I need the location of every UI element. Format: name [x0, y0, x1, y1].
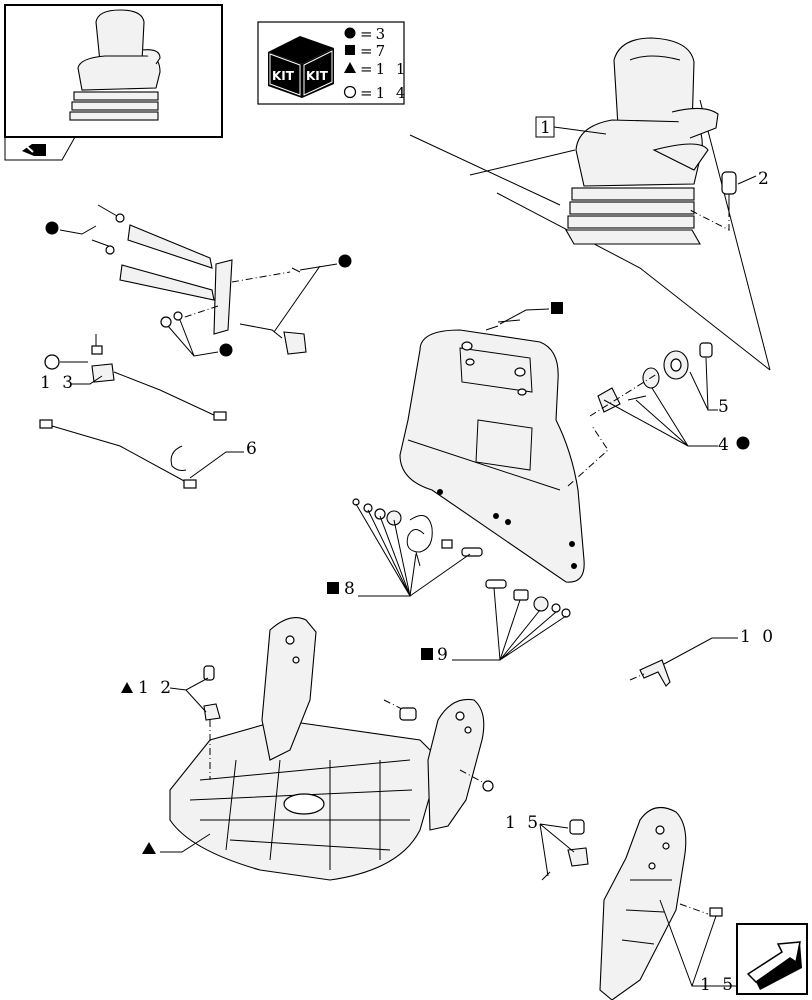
legend-circle-count: =3: [360, 25, 388, 43]
legend-filled-circle-icon: [344, 27, 356, 39]
filled-triangle-marker-icon: [142, 842, 156, 854]
callout-15-upper-label: 1 5: [505, 813, 541, 833]
legend-triangle-count: =1 1: [360, 60, 408, 78]
filled-square-marker-icon: [421, 648, 433, 660]
kit-box-icon: KIT KIT: [268, 36, 334, 98]
legend-square-count: =7: [360, 42, 388, 60]
callout-6-label: 6: [246, 439, 260, 459]
callout-13: 1 3: [40, 373, 103, 393]
callout-5: 5: [689, 357, 732, 417]
kit-label-right: KIT: [306, 69, 329, 83]
callout-13-label: 1 3: [40, 373, 76, 393]
callout-8: 8: [327, 503, 471, 599]
thumbnail-panel[interactable]: [4, 4, 223, 161]
leader-line: [273, 263, 338, 333]
harness-6-drawing: [39, 419, 197, 489]
filled-circle-marker-icon: [736, 436, 750, 450]
spring-parts-8-drawing: [352, 498, 483, 567]
seat-base-drawing: [169, 617, 494, 881]
callout-5-label: 5: [718, 397, 732, 417]
callout-15-lower: 1 5: [659, 899, 740, 995]
harness-13-drawing: [91, 334, 227, 421]
callout-1-label: 1: [540, 118, 554, 138]
callout-2: 2: [737, 169, 772, 189]
callout-10-label: 1 0: [740, 627, 776, 647]
callout-15-upper: 1 5: [505, 813, 575, 877]
open-circle-marker-icon: [44, 354, 60, 370]
callout-12: 1 2: [121, 677, 209, 713]
key-part-10-drawing: [629, 659, 671, 687]
callout-10: 1 0: [663, 627, 776, 665]
leader-line: [499, 308, 550, 325]
bolt-parts-9-drawing: [485, 579, 571, 618]
callout-6: 6: [189, 439, 260, 479]
leader-line: [167, 319, 219, 357]
bracket-parts-drawing: [91, 204, 307, 355]
callout-8-label: 8: [344, 579, 358, 599]
callout-15-lower-label: 1 5: [700, 975, 736, 995]
legend-open-circle-count: =1 4: [360, 84, 408, 102]
thumbnail-seat-image: [69, 9, 161, 121]
seat-base-marker: [142, 833, 211, 854]
filled-circle-marker-icon: [45, 221, 59, 235]
legend-filled-square-icon: [345, 45, 355, 55]
callout-12-label: 1 2: [138, 678, 174, 698]
callout-9: 9: [421, 587, 567, 665]
leader-line: [59, 225, 97, 235]
bolt-part-2: [689, 171, 737, 231]
callout-4: 4: [603, 387, 750, 455]
seat-assembly-drawing: [409, 37, 771, 371]
kit-legend: KIT KIT =3 =7 =1 1 =1 4: [257, 21, 408, 105]
previous-page-icon[interactable]: [22, 144, 46, 156]
filled-circle-marker-icon: [219, 343, 233, 357]
legend-open-circle-icon: [343, 85, 357, 99]
callout-9-label: 9: [437, 645, 451, 665]
callout-4-label: 4: [718, 435, 732, 455]
backrest-frame-drawing: [399, 319, 609, 583]
filled-square-marker-icon: [327, 582, 339, 594]
filled-triangle-marker-icon: [121, 682, 133, 693]
kit-label-left: KIT: [272, 69, 295, 83]
legend-filled-triangle-icon: [344, 62, 356, 73]
next-page-button[interactable]: [736, 923, 808, 995]
side-bracket-drawing: [541, 806, 723, 1000]
part-12-drawing: [203, 665, 221, 780]
callout-2-label: 2: [758, 169, 772, 189]
filled-square-marker-icon: [551, 302, 563, 314]
pivot-parts-drawing: [589, 342, 713, 417]
filled-circle-marker-icon: [338, 254, 352, 268]
callout-1: 1: [535, 116, 607, 138]
arrow-icon: [746, 941, 802, 990]
